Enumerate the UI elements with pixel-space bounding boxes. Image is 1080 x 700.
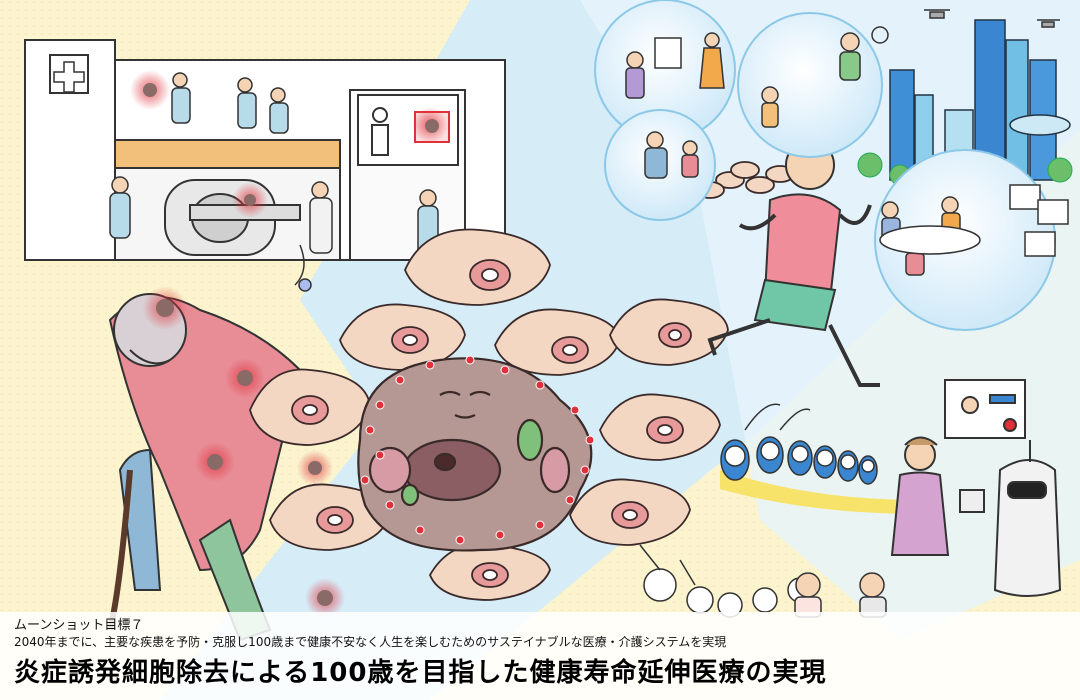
cell <box>429 543 551 601</box>
cell <box>404 228 551 306</box>
cell <box>599 393 721 461</box>
hospital-staff <box>109 72 439 292</box>
caregiver <box>890 436 985 556</box>
elderly-inflammation <box>143 286 345 618</box>
inflammation-markers <box>130 70 448 218</box>
caption-panel: ムーンショット目標７ 2040年までに、主要な疾患を予防・克服し100歳まで健康… <box>0 612 1080 700</box>
cell-ring <box>249 161 795 601</box>
goal-text: 2040年までに、主要な疾患を予防・克服し100歳まで健康不安なく人生を楽しむた… <box>14 635 727 649</box>
bubble-figures <box>625 26 1069 276</box>
page-title: 炎症誘発細胞除去による100歳を目指した健康寿命延伸医療の実現 <box>14 658 827 688</box>
inflammatory-cell-large <box>357 357 593 552</box>
bubble-tennis <box>737 12 883 158</box>
goal-label: ムーンショット目標７ <box>14 618 144 633</box>
cell <box>339 303 466 371</box>
cell <box>569 478 691 546</box>
cytokine-particles <box>360 355 595 545</box>
cell <box>609 298 729 366</box>
cell <box>249 368 371 446</box>
care-robot-icon <box>944 379 1062 597</box>
drone-icon <box>924 9 1060 28</box>
cell <box>269 483 391 551</box>
immune-cell-warriors <box>720 403 920 514</box>
